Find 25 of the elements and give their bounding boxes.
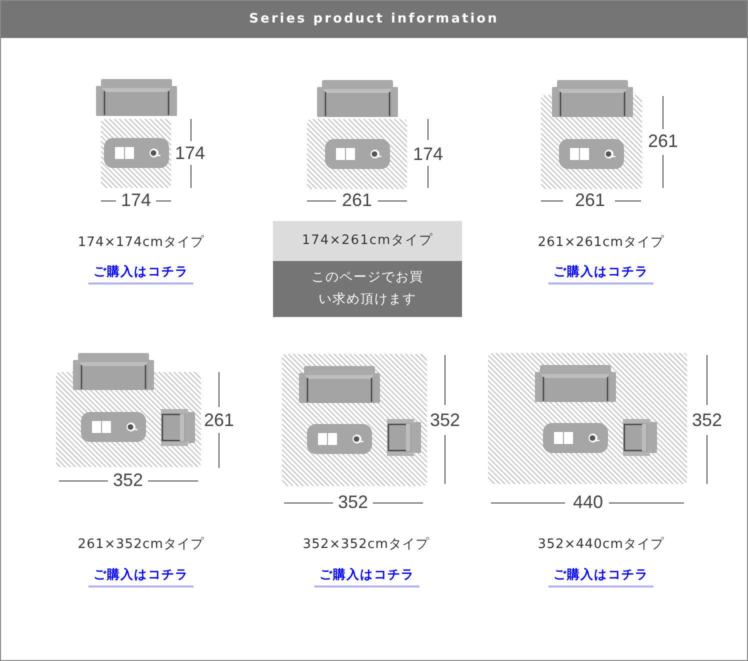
dimension-label: 174 (174, 143, 206, 165)
dimension-label: 352 (692, 410, 722, 432)
dimension-label: 174 (412, 144, 444, 166)
dimension-label: 261 (342, 190, 372, 212)
notice-banner: このページでお買い求め頂けます (273, 261, 462, 317)
dimension-label: 352 (338, 492, 368, 514)
purchase-link: ご購入はコチラ (88, 566, 194, 588)
purchase-link: ご購入はコチラ (548, 264, 654, 284)
dimension-label: 440 (572, 492, 604, 514)
dimension-label: 261 (648, 131, 678, 153)
purchase-link: ご購入はコチラ (314, 566, 420, 588)
dimension-label: 352 (430, 410, 460, 432)
header-title: Series product information (249, 12, 499, 26)
dimension-label: 261 (574, 190, 606, 212)
dimension-label: 261 (204, 410, 234, 432)
dimension-label: 174 (120, 190, 152, 212)
size-label: 261×352cmタイプ (78, 537, 204, 553)
size-label: 174×174cmタイプ (78, 235, 204, 251)
purchase-link: ご購入はコチラ (548, 566, 654, 588)
purchase-link: ご購入はコチラ (88, 264, 194, 284)
dimension-label: 352 (112, 470, 144, 492)
size-label: 261×261cmタイプ (538, 235, 664, 251)
size-label: 352×352cmタイプ (302, 537, 430, 553)
size-banner: 174×261cmタイプ (273, 221, 462, 261)
size-label: 352×440cmタイプ (538, 537, 664, 553)
